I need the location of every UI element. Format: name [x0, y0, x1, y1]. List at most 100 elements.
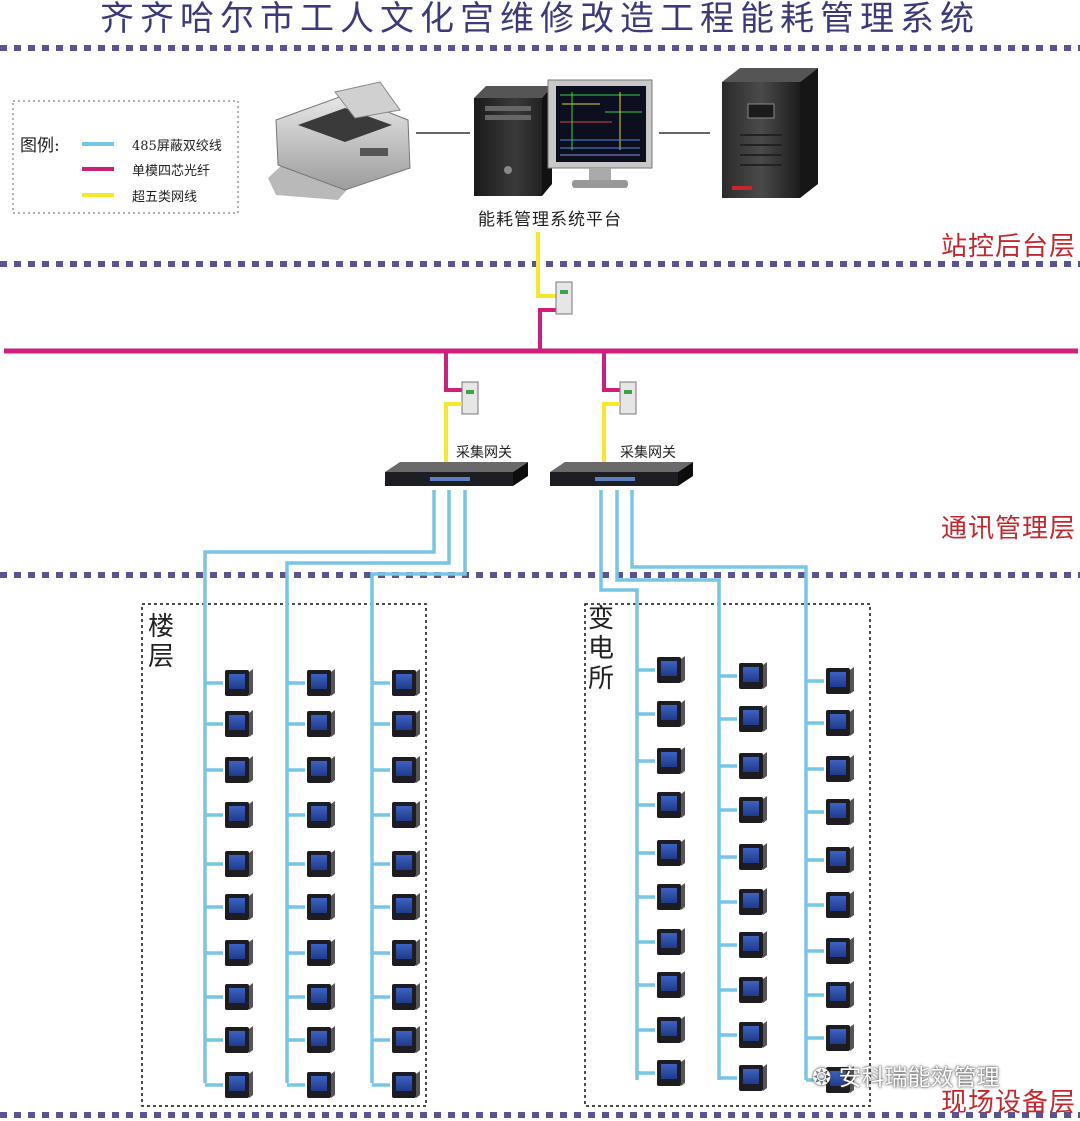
meter-substation-1-4-icon — [657, 791, 685, 818]
substation-group-box — [584, 603, 871, 1107]
ups-icon — [722, 68, 818, 198]
rs485-bus-building-1 — [203, 490, 436, 1083]
meter-building-3-8-icon — [392, 983, 420, 1010]
printer-icon — [268, 81, 411, 200]
gateway-2-icon — [550, 462, 693, 486]
meter-building-3-2-icon — [392, 710, 420, 737]
rs485-bus-building-2 — [285, 490, 451, 1083]
meter-substation-2-6-icon — [739, 888, 767, 915]
meter-building-1-4-icon — [225, 801, 253, 828]
legend-label-rs485: 485屏蔽双绞线 — [132, 139, 222, 154]
meter-substation-3-8-icon — [826, 981, 854, 1008]
meter-building-1-5-icon — [225, 850, 253, 877]
meter-building-2-9-icon — [307, 1026, 335, 1053]
meter-building-1-7-icon — [225, 939, 253, 966]
meter-substation-3-10-icon — [826, 1066, 854, 1093]
meter-substation-3-1-icon — [826, 667, 854, 694]
pc-tower-icon — [474, 86, 552, 196]
legend-label-ethernet: 超五类网线 — [132, 190, 198, 205]
fiber-drop-platform — [538, 308, 556, 351]
meter-substation-3-3-icon — [826, 755, 854, 782]
meter-substation-1-7-icon — [657, 928, 685, 955]
rs485-bus-building-3 — [370, 490, 467, 1083]
meter-substation-3-7-icon — [826, 937, 854, 964]
meter-substation-1-5-icon — [657, 839, 685, 866]
meter-building-2-5-icon — [307, 850, 335, 877]
gateway-1-label: 采集网关 — [456, 445, 512, 461]
meter-substation-1-8-icon — [657, 971, 685, 998]
fiber-drop-gateway-2 — [602, 351, 620, 392]
meter-building-1-2-icon — [225, 710, 253, 737]
meter-building-3-7-icon — [392, 939, 420, 966]
layer-dividers — [0, 45, 1080, 1118]
watermark: ❂ 安科瑞能效管理 — [812, 1058, 1000, 1092]
meter-substation-1-10-icon — [657, 1059, 685, 1086]
meter-substation-2-1-icon — [739, 662, 767, 689]
meter-substation-3-9-icon — [826, 1024, 854, 1051]
meter-building-2-2-icon — [307, 710, 335, 737]
diagram-title: 齐齐哈尔市工人文化宫维修改造工程能耗管理系统 — [100, 0, 980, 39]
meter-substation-2-3-icon — [739, 752, 767, 779]
media-converter-1-icon — [461, 381, 479, 415]
layer-label-station: 站控后台层 — [940, 232, 1076, 262]
media-converter-platform-icon — [555, 281, 573, 315]
meter-building-3-9-icon — [392, 1026, 420, 1053]
meter-substation-3-6-icon — [826, 891, 854, 918]
meter-substation-2-5-icon — [739, 843, 767, 870]
legend-label-fiber: 单模四芯光纤 — [132, 164, 211, 179]
building-group-label: 楼层 — [148, 612, 175, 672]
layer-label-field: 现场设备层 — [940, 1088, 1076, 1118]
meter-building-3-5-icon — [392, 850, 420, 877]
fiber-drop-gateway-1 — [444, 351, 462, 392]
meter-substation-1-3-icon — [657, 747, 685, 774]
meter-building-2-8-icon — [307, 983, 335, 1010]
meter-building-1-1-icon — [225, 669, 253, 696]
gateway-2-label: 采集网关 — [620, 445, 676, 461]
ethernet-gateway-1 — [444, 402, 462, 466]
rs485-bus-lines — [203, 490, 824, 1087]
layer-label-comm: 通讯管理层 — [940, 514, 1076, 544]
meter-building-2-3-icon — [307, 756, 335, 783]
ethernet-gateway-2 — [602, 402, 620, 466]
platform-label: 能耗管理系统平台 — [478, 210, 622, 230]
meter-substation-2-2-icon — [739, 705, 767, 732]
meter-building-1-8-icon — [225, 983, 253, 1010]
meter-substation-3-2-icon — [826, 709, 854, 736]
meter-substation-2-10-icon — [739, 1064, 767, 1091]
meter-building-3-1-icon — [392, 669, 420, 696]
wechat-icon: ❂ — [812, 1065, 832, 1091]
meter-substation-2-9-icon — [739, 1021, 767, 1048]
meter-substation-2-8-icon — [739, 976, 767, 1003]
media-converter-2-icon — [619, 381, 637, 415]
meter-building-3-4-icon — [392, 801, 420, 828]
meter-building-3-6-icon — [392, 893, 420, 920]
meter-building-1-9-icon — [225, 1026, 253, 1053]
meter-building-3-10-icon — [392, 1071, 420, 1098]
meter-building-2-4-icon — [307, 801, 335, 828]
rs485-bus-substation-3 — [630, 490, 808, 1080]
meter-substation-1-6-icon — [657, 883, 685, 910]
meter-substation-3-4-icon — [826, 798, 854, 825]
meter-array — [225, 656, 854, 1098]
building-group-box — [141, 603, 427, 1107]
meter-building-3-3-icon — [392, 756, 420, 783]
monitor-icon — [547, 79, 653, 188]
meter-substation-1-1-icon — [657, 656, 685, 683]
meter-substation-2-7-icon — [739, 931, 767, 958]
meter-building-2-10-icon — [307, 1071, 335, 1098]
meter-building-1-3-icon — [225, 756, 253, 783]
rs485-bus-substation-2 — [615, 490, 721, 1080]
meter-building-2-1-icon — [307, 669, 335, 696]
meter-substation-1-9-icon — [657, 1016, 685, 1043]
watermark-text: 安科瑞能效管理 — [838, 1065, 1000, 1091]
legend-title: 图例: — [20, 136, 60, 156]
rs485-bus-substation-1 — [599, 490, 639, 1080]
substation-group-label: 变电所 — [588, 604, 615, 694]
meter-building-1-10-icon — [225, 1071, 253, 1098]
meter-building-2-7-icon — [307, 939, 335, 966]
meter-substation-1-2-icon — [657, 700, 685, 727]
meter-building-2-6-icon — [307, 893, 335, 920]
platform-ethernet-cable — [536, 232, 556, 298]
meter-building-1-6-icon — [225, 893, 253, 920]
